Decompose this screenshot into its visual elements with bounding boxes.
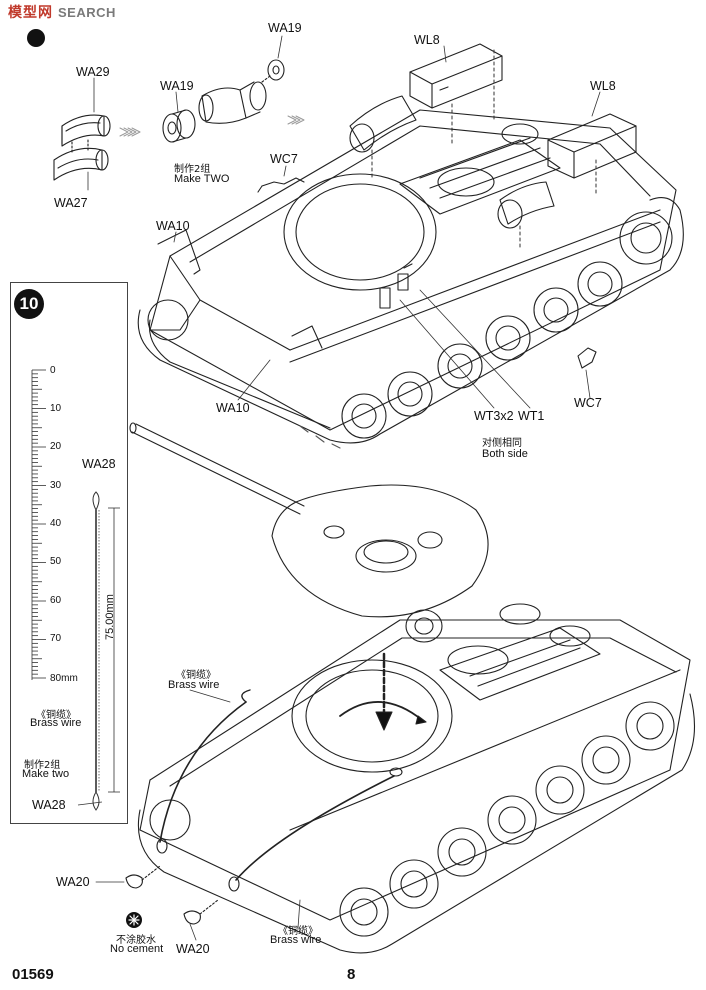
wc7-handle-right — [577, 347, 597, 369]
label-wt1: WT1 — [518, 409, 545, 423]
label-wl8-left: WL8 — [414, 33, 440, 47]
ruler-graphic — [31, 369, 120, 811]
wa19-parts — [162, 59, 285, 143]
upper-hull-drawing — [149, 109, 677, 431]
label-wa19-top: WA19 — [268, 21, 302, 35]
label-no-cement-cn: 不涂胶水 — [116, 935, 156, 946]
ruler-tick-0: 0 — [50, 365, 56, 376]
watermark-logo: 模型网 SEARCH — [0, 0, 170, 24]
ruler-tick-80mm: 80mm — [50, 673, 78, 684]
wa27-part — [53, 147, 109, 181]
label-wa20-top: WA20 — [56, 875, 90, 889]
wa10-bracket-bottom — [291, 325, 323, 349]
wa29-part — [61, 114, 111, 147]
wa20-hook-bottom — [183, 910, 201, 925]
ruler-tick-30: 30 — [50, 480, 62, 491]
brass-wire-cable-right — [235, 775, 395, 881]
lower-hull-drawing — [139, 603, 691, 921]
label-brass-wire-bottom-cn: 《铜缆》 — [278, 926, 318, 937]
wa20-hook-top — [125, 874, 143, 889]
label-brass-wire-bottom-en: Brass wire — [270, 934, 322, 946]
watermark-en: SEARCH — [58, 5, 116, 20]
wc7-handle-top — [261, 177, 305, 187]
label-wl8-right: WL8 — [590, 79, 616, 93]
label-wa29: WA29 — [76, 65, 110, 79]
label-wa10-bottom: WA10 — [216, 401, 250, 415]
brass-wire-cable-left — [159, 701, 247, 843]
watermark-cn: 模型网 — [8, 5, 53, 21]
lower-track-assembly — [137, 693, 696, 954]
wa10-bracket-top — [157, 229, 201, 275]
wt-parts — [379, 263, 413, 309]
label-wc7-top: WC7 — [270, 152, 298, 166]
label-make-two-cn: 制作2组 — [174, 164, 211, 175]
wl8-box-left — [409, 43, 503, 109]
kit-code: 01569 — [12, 966, 54, 983]
side-brass-wire-en: Brass wire — [30, 717, 82, 729]
label-brass-wire-top-en: Brass wire — [168, 679, 220, 691]
label-wa10-top: WA10 — [156, 219, 190, 233]
page-number: 8 — [347, 966, 356, 983]
label-wa19-left: WA19 — [160, 79, 194, 93]
step-number-badge: 10 — [14, 289, 44, 319]
label-no-cement-en: No cement — [110, 943, 164, 955]
label-wa20-bottom: WA20 — [176, 942, 210, 956]
upper-track-assembly — [137, 197, 684, 449]
label-wc7-right: WC7 — [574, 396, 602, 410]
label-brass-wire-top-cn: 《铜缆》 — [176, 670, 216, 681]
ruler-tick-70: 70 — [50, 633, 62, 644]
label-both-side-cn: 对侧相同 — [482, 438, 522, 449]
ruler-tick-50: 50 — [50, 556, 62, 567]
wa19-cylinder-installed — [349, 95, 555, 229]
ruler-tick-20: 20 — [50, 441, 62, 452]
step-10-panel — [10, 282, 128, 824]
ruler-tick-40: 40 — [50, 518, 62, 529]
label-wa28-top: WA28 — [82, 457, 116, 471]
side-make-two-cn: 制作2组 — [24, 760, 61, 771]
label-make-two-en: Make TWO — [174, 173, 230, 185]
side-brass-wire-cn: 《铜缆》 — [36, 710, 76, 721]
side-make-two-en: Make two — [22, 768, 70, 780]
label-both-side-en: Both side — [482, 448, 528, 460]
label-wt3x2: WT3x2 — [474, 409, 514, 423]
ruler-tick-60: 60 — [50, 595, 62, 606]
wire-length-dimension: 75.00mm — [104, 594, 116, 640]
label-wa28-bottom: WA28 — [32, 798, 66, 812]
ruler-tick-10: 10 — [50, 403, 62, 414]
label-wa27: WA27 — [54, 196, 88, 210]
turret-drawing — [129, 422, 489, 643]
